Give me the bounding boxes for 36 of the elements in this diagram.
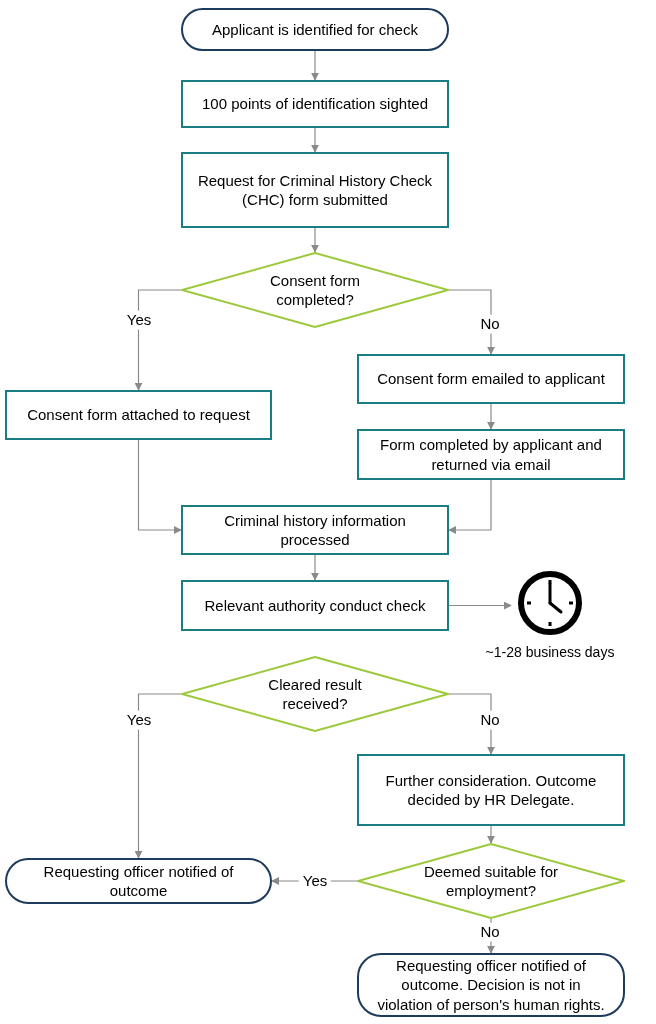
- arrow: [311, 554, 319, 581]
- node-text: Consent form emailed to applicant: [377, 369, 605, 389]
- arrow: [137, 439, 182, 534]
- terminal-pill: [357, 953, 625, 1017]
- process-box: [357, 354, 625, 404]
- node-text: Deemed suitable for employment?: [422, 861, 560, 901]
- node-text: Requesting officer notified of outcome: [42, 861, 235, 901]
- process-box: [357, 754, 625, 826]
- arrow: [311, 127, 319, 153]
- node-text: Cleared result received?: [267, 674, 363, 714]
- terminal-pill: [181, 8, 449, 51]
- node-text: Consent form completed?: [268, 270, 361, 310]
- node-text: Relevant authority conduct check: [204, 595, 426, 616]
- terminal-pill: [5, 858, 272, 904]
- duration-text: ~1-28 business days: [485, 643, 615, 662]
- node-text: Request for Criminal History Check (CHC) form submitted: [196, 170, 434, 210]
- node-text: Criminal history information processed: [223, 510, 407, 550]
- node-text: 100 points of identification sighted: [202, 94, 428, 114]
- arrow: [487, 403, 495, 430]
- arrow: [311, 50, 319, 81]
- arrow: [448, 601, 512, 610]
- node-text: Applicant is identified for check: [212, 19, 418, 40]
- process-box: [5, 390, 272, 440]
- arrow: [487, 825, 495, 844]
- process-box: [181, 580, 449, 631]
- process-box: [181, 80, 449, 128]
- node-text: Further consideration. Outcome decided by HR Delegate.: [384, 770, 598, 810]
- process-box: [181, 505, 449, 555]
- process-box: [357, 429, 625, 480]
- arrow: [311, 227, 319, 253]
- arrow: [448, 479, 492, 534]
- node-text: Form completed by applicant and returned via email: [379, 435, 603, 474]
- node-text: Requesting officer notified of outcome. Decision is not in violation of person's human rights.: [376, 955, 606, 1015]
- node-text: Consent form attached to request: [27, 405, 250, 425]
- arrow: [134, 693, 182, 859]
- process-box: [181, 152, 449, 228]
